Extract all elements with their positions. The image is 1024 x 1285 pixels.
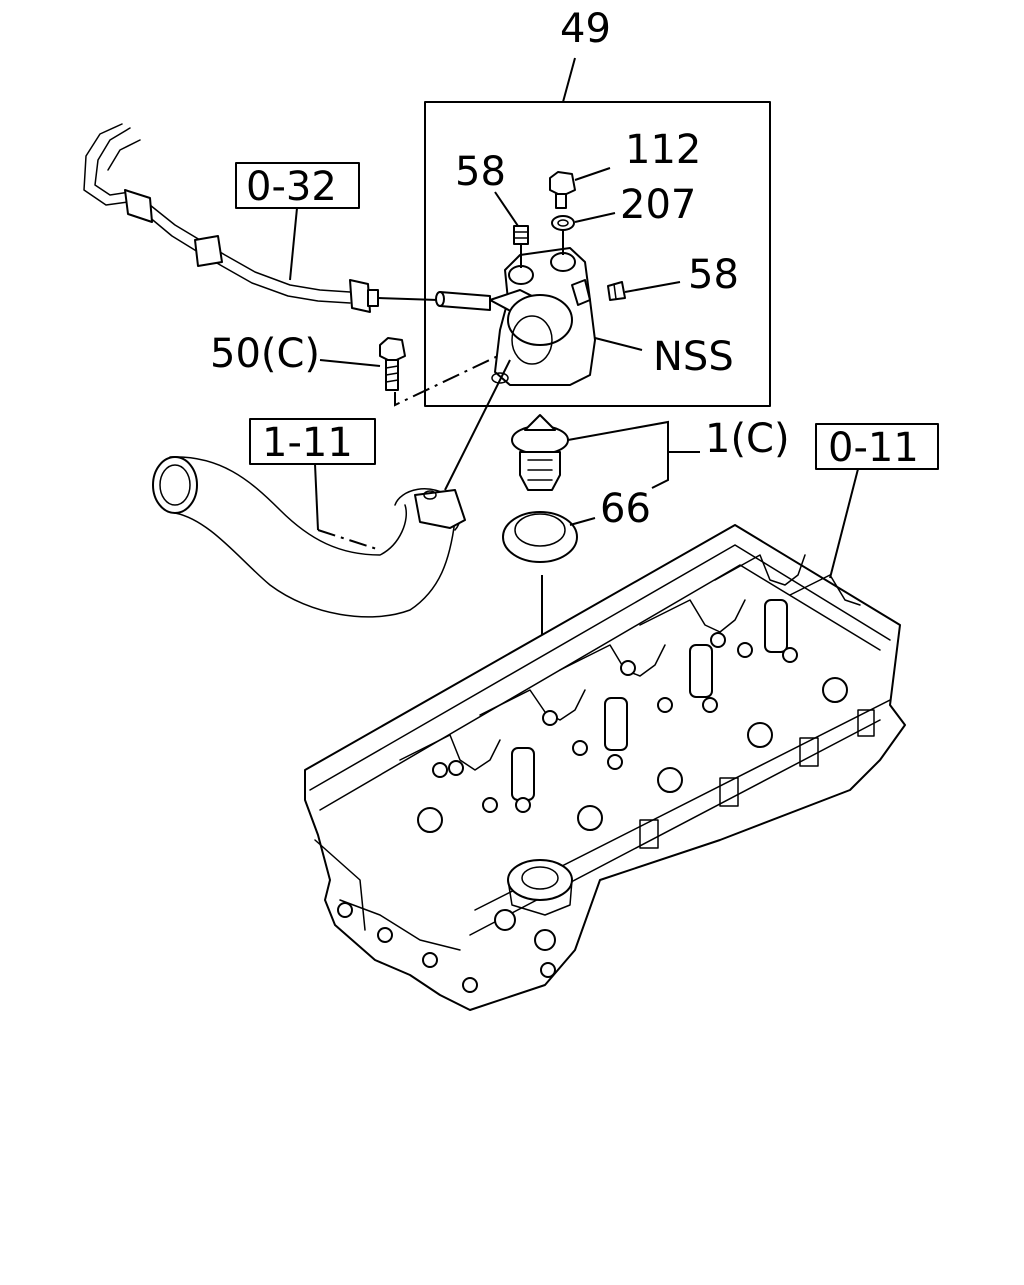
water-hose (152, 456, 466, 618)
ref-box-0-32 (235, 162, 360, 209)
leader-207 (574, 212, 616, 223)
callout-112: 112 (625, 127, 701, 173)
leader-49 (562, 57, 576, 103)
hose-clip-middle (194, 235, 223, 267)
ref-label-0-32: 0-32 (246, 164, 337, 210)
housing-outlet (507, 294, 573, 346)
hose-end-nipple (367, 289, 379, 307)
plug-58-right (607, 281, 626, 301)
leader-58-right (624, 281, 681, 293)
gasket-66-inner (514, 513, 566, 547)
bolt-112 (549, 171, 576, 209)
leader-112 (574, 167, 611, 181)
housing-nipple (439, 291, 491, 311)
hose-end-fitting (349, 279, 371, 313)
boss-1 (511, 747, 535, 801)
leader-0-32 (289, 207, 298, 281)
plug-58-left (513, 225, 529, 245)
callout-58-right: 58 (688, 252, 739, 298)
leader-nss (594, 337, 643, 351)
leader-66 (569, 517, 596, 526)
callout-49: 49 (560, 6, 611, 52)
leader-0-11 (829, 468, 859, 579)
thermostat-seat (507, 859, 573, 901)
ref-label-1-11: 1-11 (262, 420, 353, 466)
hose-clip-upper (124, 189, 153, 223)
ref-box-0-11 (815, 423, 939, 470)
fuel-hose (83, 123, 379, 313)
housing-side-port (571, 279, 591, 306)
bolt-50c (379, 337, 406, 391)
gasket-66 (502, 511, 578, 563)
housing-boss-top (550, 252, 576, 272)
ref-box-1-11 (249, 418, 376, 465)
leader-58-left (494, 191, 519, 227)
thermostat-housing (435, 247, 596, 386)
thermostat (511, 414, 569, 491)
callout-58-left: 58 (455, 149, 506, 195)
boss-3 (689, 644, 713, 698)
housing-foot (491, 372, 509, 384)
callout-1c: 1(C) (705, 416, 790, 462)
housing-boss-left (508, 265, 534, 285)
housing-outlet-bore (511, 315, 553, 365)
washer-207-hole (557, 219, 569, 227)
bolt-50c-axis (394, 354, 501, 407)
hose-connect-line (444, 359, 511, 491)
leader-50c (319, 359, 381, 367)
housing-nipple-end (435, 291, 445, 307)
washer-207 (551, 215, 575, 231)
callout-207: 207 (620, 182, 696, 228)
callout-50c: 50(C) (210, 331, 320, 377)
fuel-connect-line (377, 297, 439, 301)
ref-label-0-11: 0-11 (828, 425, 919, 471)
hose-clamp (414, 489, 466, 529)
bracket-1c (567, 420, 669, 489)
hose-axis (317, 529, 381, 551)
callout-66: 66 (600, 486, 651, 532)
boss-4 (764, 599, 788, 653)
boss-2 (604, 697, 628, 751)
callout-nss: NSS (653, 334, 734, 380)
assembly-frame (424, 101, 771, 407)
cylinder-head (304, 524, 906, 1011)
leader-1-11 (314, 463, 319, 531)
